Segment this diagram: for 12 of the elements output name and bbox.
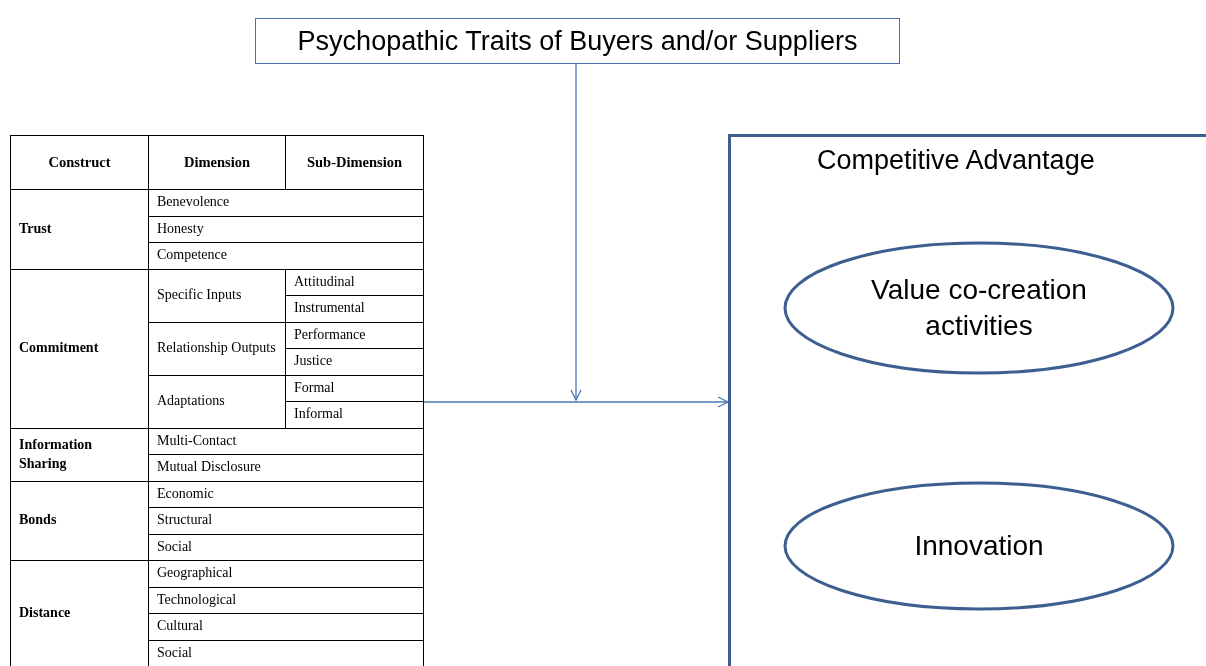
construct-table xyxy=(10,135,423,666)
column-header: Construct xyxy=(10,135,149,190)
node-label: Innovation xyxy=(913,528,1045,563)
arrow xyxy=(422,396,729,408)
arrow xyxy=(570,63,582,401)
ellipse-node xyxy=(783,481,1175,611)
ellipse-node xyxy=(783,241,1175,375)
column-header: Sub-Dimension xyxy=(285,135,424,190)
panel-heading: Competitive Advantage xyxy=(817,145,1095,176)
process-box: Psychopathic Traits of Buyers and/or Suppliers xyxy=(255,18,900,64)
group-panel xyxy=(728,134,1206,666)
node-label: Value co-creation activities xyxy=(870,272,1088,343)
